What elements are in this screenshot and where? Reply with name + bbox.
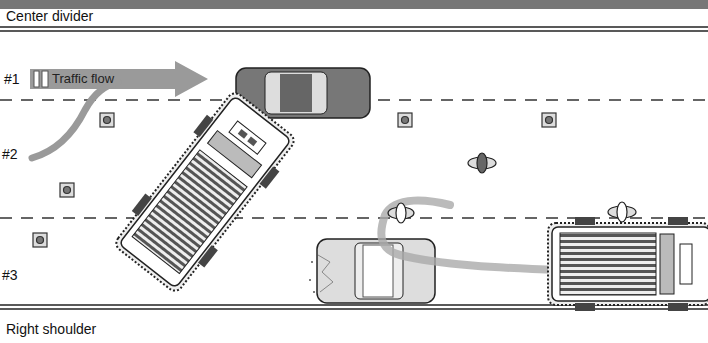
lane-number: #2 (2, 146, 18, 162)
persons (388, 153, 636, 223)
pedestrian-path (381, 201, 560, 270)
swerve-path (32, 82, 118, 158)
road-label: Center divider (6, 8, 93, 24)
divider-line (0, 26, 708, 28)
flow-label: Traffic flow (52, 71, 114, 87)
suv-tilted (108, 86, 301, 297)
top-band (0, 0, 708, 9)
traffic-cones (33, 113, 556, 247)
sedan-lane3 (309, 239, 435, 303)
shoulder-line (0, 308, 708, 310)
lane-number: #1 (4, 71, 20, 87)
lane-number: #3 (2, 267, 18, 283)
divider-line (0, 30, 708, 32)
arrow-bar (34, 71, 39, 87)
lane-line (0, 217, 708, 219)
arrow-bar (42, 71, 48, 87)
suv-lane3 (548, 217, 708, 311)
road-label: Right shoulder (6, 321, 96, 337)
